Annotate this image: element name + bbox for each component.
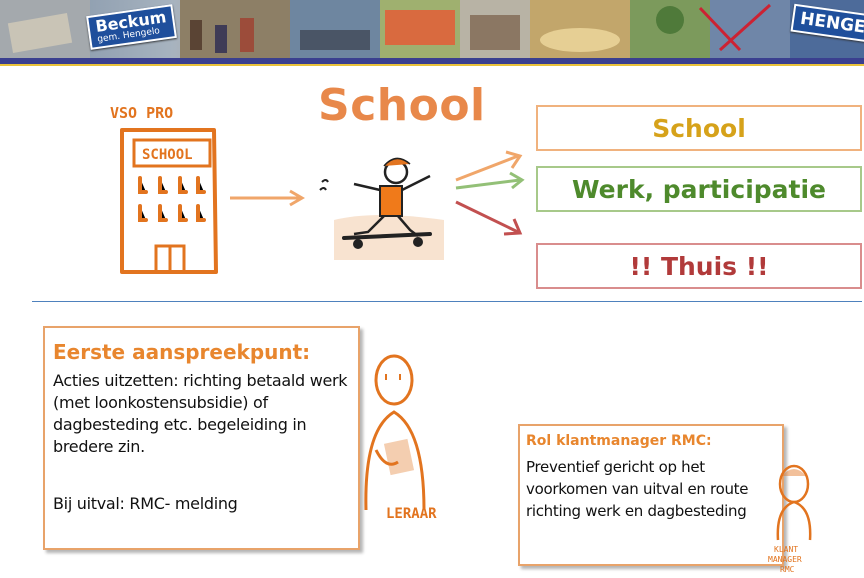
banner-stripe xyxy=(0,58,864,66)
callout-body: Preventief gericht op het voorkomen van … xyxy=(526,458,749,520)
callout-title: Eerste aanspreekpunt: xyxy=(53,340,311,364)
callout-title: Rol klantmanager RMC: xyxy=(526,433,712,449)
callout-note: Bij uitval: RMC- melding xyxy=(53,494,238,513)
arrow-to-skater-icon xyxy=(230,189,305,207)
banner-photo-strip xyxy=(0,0,864,58)
route-box-werk: Werk, participatie xyxy=(536,166,862,212)
manager-label-line3: RMC xyxy=(780,565,795,574)
skateboarder-icon xyxy=(319,157,444,260)
route-box-thuis: !! Thuis !! xyxy=(536,243,862,289)
callout-body: Acties uitzetten: richting betaald werk … xyxy=(53,371,348,456)
klantmanager-icon: KLANT MANAGER RMC xyxy=(768,464,812,574)
page-title: School xyxy=(318,80,486,131)
banner-yellow-stripe xyxy=(0,64,864,66)
teacher-label: LERAAR xyxy=(386,506,437,520)
building-top-label: VSO PRO xyxy=(110,104,173,122)
header-banner: Beckum gem. Hengelo HENGEL xyxy=(0,0,864,66)
school-building-icon: VSO PRO SCHOOL xyxy=(110,104,218,274)
manager-label-line1: KLANT xyxy=(774,545,798,554)
route-box-school: School xyxy=(536,105,862,151)
building-sign-label: SCHOOL xyxy=(142,147,193,163)
route-arrows-icon xyxy=(455,150,525,236)
teacher-icon: LERAAR xyxy=(364,354,437,520)
callout-rmc-role: Rol klantmanager RMC: Preventief gericht… xyxy=(518,424,784,566)
manager-label-line2: MANAGER xyxy=(768,555,802,564)
section-divider xyxy=(32,301,862,302)
callout-first-contact: Eerste aanspreekpunt: Acties uitzetten: … xyxy=(43,326,360,550)
